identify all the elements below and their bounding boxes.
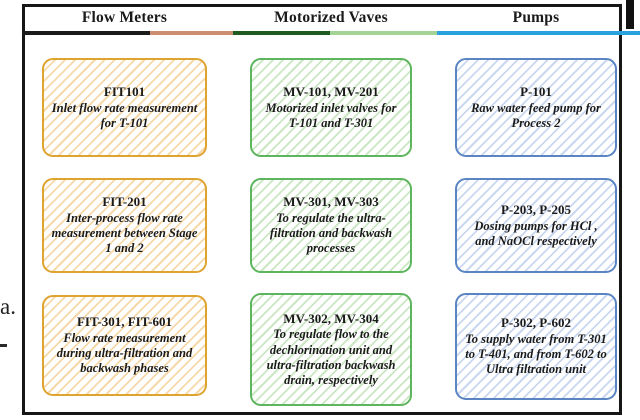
info-box-p101: P-101 Raw water feed pump for Process 2 — [455, 58, 617, 157]
accent-segment-blue — [436, 31, 640, 35]
box-title: MV-302, MV-304 — [283, 310, 379, 326]
info-box-fit301-fit601: FIT-301, FIT-601 Flow rate measurement d… — [42, 295, 207, 396]
box-description: To regulate flow to the dechlorination u… — [266, 327, 396, 388]
box-description: To regulate the ultra-filtration and bac… — [269, 210, 393, 256]
info-box-fit101: FIT101 Inlet flow rate measurement for T… — [42, 58, 207, 157]
box-description: Inlet flow rate measurement for T-101 — [51, 100, 198, 130]
frame-corner-artifact — [626, 0, 634, 29]
box-description: Inter-process flow rate measurement betw… — [51, 210, 198, 256]
column-pumps: P-101 Raw water feed pump for Process 2 … — [455, 0, 617, 420]
column-header-motorized-valves: Motorized Vaves — [274, 9, 388, 26]
box-title: MV-301, MV-303 — [283, 194, 379, 210]
info-box-mv301-mv303: MV-301, MV-303 To regulate the ultra-fil… — [250, 178, 412, 273]
column-header-pumps: Pumps — [512, 9, 560, 26]
info-box-p203-p205: P-203, P-205 Dosing pumps for HCl , and … — [455, 178, 617, 273]
box-title: P-302, P-602 — [500, 315, 572, 331]
accent-segment-salmon — [149, 31, 233, 35]
accent-segment-black — [22, 31, 150, 35]
info-box-fit201: FIT-201 Inter-process flow rate measurem… — [42, 178, 207, 273]
figure-sublabel: a. — [0, 294, 16, 319]
column-motorized-valves: MV-101, MV-201 Motorized inlet valves fo… — [250, 0, 412, 420]
column-flow-meters: FIT101 Inlet flow rate measurement for T… — [42, 0, 207, 420]
box-title: P-101 — [520, 83, 552, 99]
cropped-text-remnant — [0, 344, 7, 347]
box-title: FIT-201 — [102, 194, 147, 210]
info-box-mv101-mv201: MV-101, MV-201 Motorized inlet valves fo… — [250, 58, 412, 157]
info-box-mv302-mv304: MV-302, MV-304 To regulate flow to the d… — [250, 293, 412, 406]
box-description: Raw water feed pump for Process 2 — [471, 100, 601, 130]
box-title: FIT-301, FIT-601 — [76, 314, 173, 330]
accent-segment-light-green — [329, 31, 437, 35]
box-title: MV-101, MV-201 — [283, 83, 379, 99]
header-accent-line — [22, 31, 640, 35]
info-box-p302-p602: P-302, P-602 To supply water from T-301 … — [455, 293, 617, 400]
box-description: To supply water from T-301 to T-401, and… — [465, 331, 607, 377]
box-description: Motorized inlet valves for T-101 and T-3… — [265, 100, 397, 130]
box-description: Dosing pumps for HCl , and NaOCl respect… — [474, 218, 598, 248]
box-title: FIT101 — [103, 83, 146, 99]
box-title: P-203, P-205 — [500, 201, 572, 217]
accent-segment-dark-green — [232, 31, 330, 35]
column-header-flow-meters: Flow Meters — [81, 9, 168, 26]
box-description: Flow rate measurement during ultra-filtr… — [56, 330, 193, 376]
